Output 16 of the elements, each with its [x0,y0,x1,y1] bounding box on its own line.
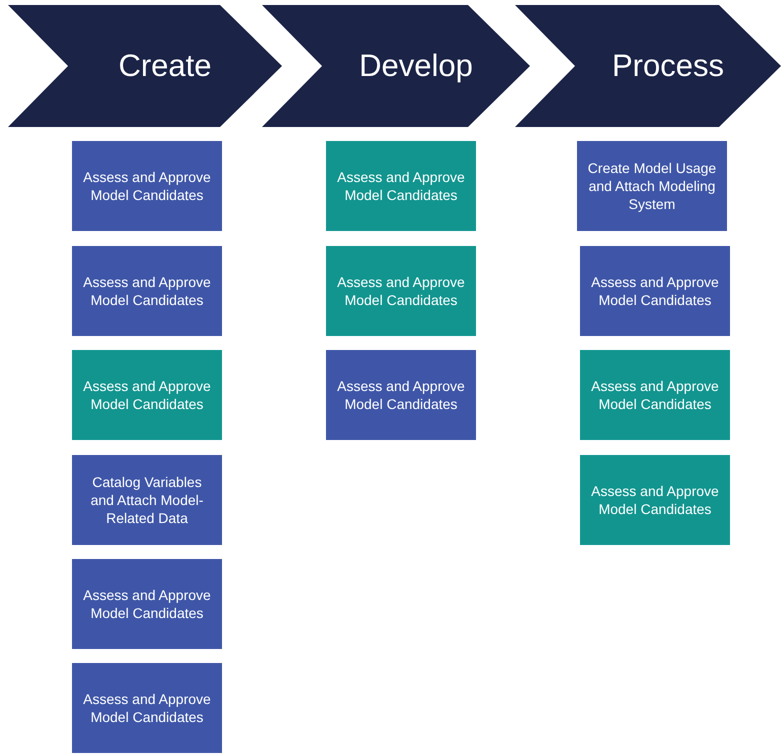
process-box: Catalog Variables and Attach Model-Related Data [72,455,222,545]
process-box: Assess and Approve Model Candidates [72,141,222,231]
stage-title: Develop [358,48,473,84]
process-box: Assess and Approve Model Candidates [580,455,730,545]
process-box: Assess and Approve Model Candidates [72,350,222,440]
process-box: Create Model Usage and Attach Modeling System [577,141,727,231]
process-box: Assess and Approve Model Candidates [72,663,222,753]
process-box: Assess and Approve Model Candidates [326,350,476,440]
process-box: Assess and Approve Model Candidates [326,141,476,231]
stage-title: Process [611,48,724,84]
process-box: Assess and Approve Model Candidates [72,559,222,649]
process-box: Assess and Approve Model Candidates [326,246,476,336]
process-box: Assess and Approve Model Candidates [580,350,730,440]
stage-title: Create [117,48,212,84]
process-box: Assess and Approve Model Candidates [72,246,222,336]
process-box: Assess and Approve Model Candidates [580,246,730,336]
